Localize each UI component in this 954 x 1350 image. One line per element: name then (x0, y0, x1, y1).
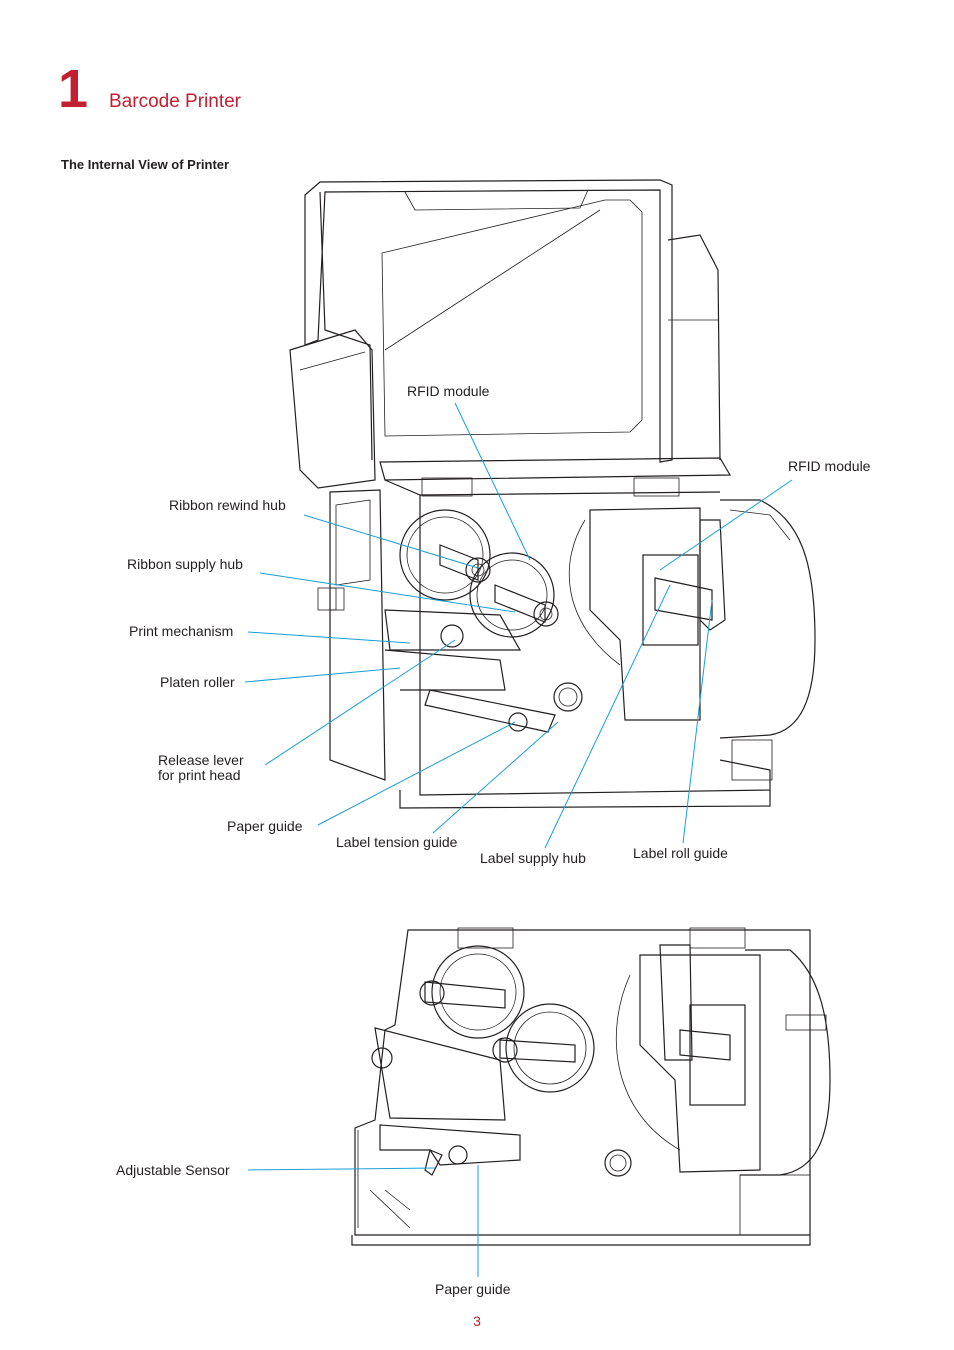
label-ribbon-supply-hub: Ribbon supply hub (127, 556, 243, 572)
label-label-supply-hub: Label supply hub (480, 850, 586, 866)
figure1-leader-lines (244, 402, 793, 849)
label-rfid-module-right: RFID module (788, 458, 871, 474)
chapter-title: Barcode Printer (109, 91, 242, 112)
label-print-mechanism: Print mechanism (129, 623, 234, 639)
label-paper-guide-top: Paper guide (227, 818, 303, 834)
label-release-lever: Release lever for print head (158, 752, 244, 784)
section-title: The Internal View of Printer (61, 157, 230, 172)
figure2-leader-lines (247, 1165, 479, 1277)
printer-side-view-drawing (351, 927, 831, 1246)
label-adjustable-sensor: Adjustable Sensor (116, 1162, 230, 1178)
label-rfid-module-top: RFID module (407, 383, 490, 399)
printer-open-view-drawing (289, 179, 816, 809)
label-paper-guide-bottom: Paper guide (435, 1281, 511, 1297)
label-platen-roller: Platen roller (160, 674, 235, 690)
label-label-roll-guide: Label roll guide (633, 845, 728, 861)
chapter-number: 1 (58, 59, 89, 119)
label-label-tension-guide: Label tension guide (336, 834, 458, 850)
label-ribbon-rewind-hub: Ribbon rewind hub (169, 497, 286, 513)
page-number: 3 (473, 1313, 481, 1329)
